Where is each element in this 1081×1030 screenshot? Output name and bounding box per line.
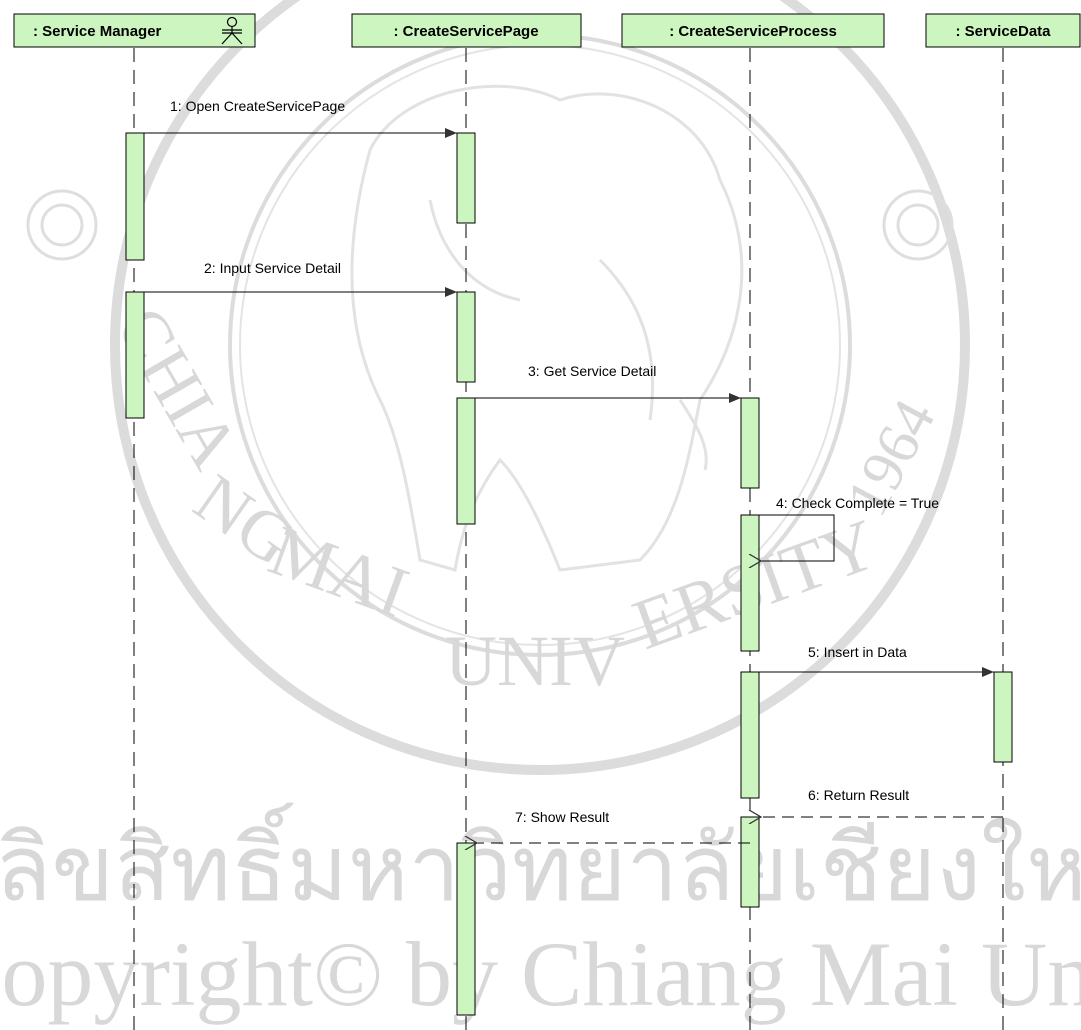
copyright-text: Copyright© by Chiang Mai University	[0, 923, 1081, 1025]
activation-service-data-1	[993, 671, 1013, 763]
message-label: 4: Check Complete = True	[776, 495, 939, 511]
activation-create-service-page-3	[456, 397, 476, 525]
lifeline-label: : CreateServicePage	[393, 23, 538, 40]
message-5: 5: Insert in Data	[759, 644, 994, 677]
seal-text-mai: MAI	[260, 510, 419, 633]
message-1: 1: Open CreateServicePage	[144, 98, 457, 138]
lifeline-label: : ServiceData	[955, 23, 1051, 40]
lifeline-label: : CreateServiceProcess	[669, 23, 837, 40]
message-label: 7: Show Result	[515, 809, 609, 825]
message-label: 1: Open CreateServicePage	[170, 98, 345, 114]
lifeline-head-service-data[interactable]: : ServiceData	[925, 13, 1081, 48]
message-3: 3: Get Service Detail	[475, 363, 741, 403]
lifeline-head-service-manager[interactable]: : Service Manager	[13, 13, 256, 48]
message-6-return: 6: Return Result	[761, 787, 1003, 817]
message-label: 6: Return Result	[808, 787, 909, 803]
activation-create-service-process-3	[740, 671, 760, 799]
message-label: 2: Input Service Detail	[204, 260, 341, 276]
lifeline-head-create-service-process[interactable]: : CreateServiceProcess	[621, 13, 885, 48]
activation-service-manager-2	[125, 291, 145, 419]
actor-stick-figure-icon	[221, 16, 243, 45]
activation-create-service-page-1	[456, 132, 476, 224]
thai-copyright-text: ลิขสิทธิ์มหาวิทยาลัยเชียงใหม่	[0, 802, 1081, 922]
activation-service-manager-1	[125, 132, 145, 261]
activation-create-service-page-2	[456, 291, 476, 383]
activation-create-service-page-4	[456, 842, 476, 1016]
activation-create-service-process-2	[740, 514, 760, 652]
message-2: 2: Input Service Detail	[144, 260, 457, 297]
lifeline-head-create-service-page[interactable]: : CreateServicePage	[351, 13, 582, 48]
message-label: 5: Insert in Data	[808, 644, 907, 660]
seal-text-univ: UNIV	[445, 621, 625, 701]
activation-create-service-process-4	[740, 816, 760, 908]
message-4-self: 4: Check Complete = True	[759, 495, 939, 561]
message-7-return: 7: Show Result	[477, 809, 750, 843]
message-label: 3: Get Service Detail	[528, 363, 656, 379]
lifeline-label: : Service Manager	[33, 23, 162, 40]
activation-create-service-process-1	[740, 397, 760, 489]
